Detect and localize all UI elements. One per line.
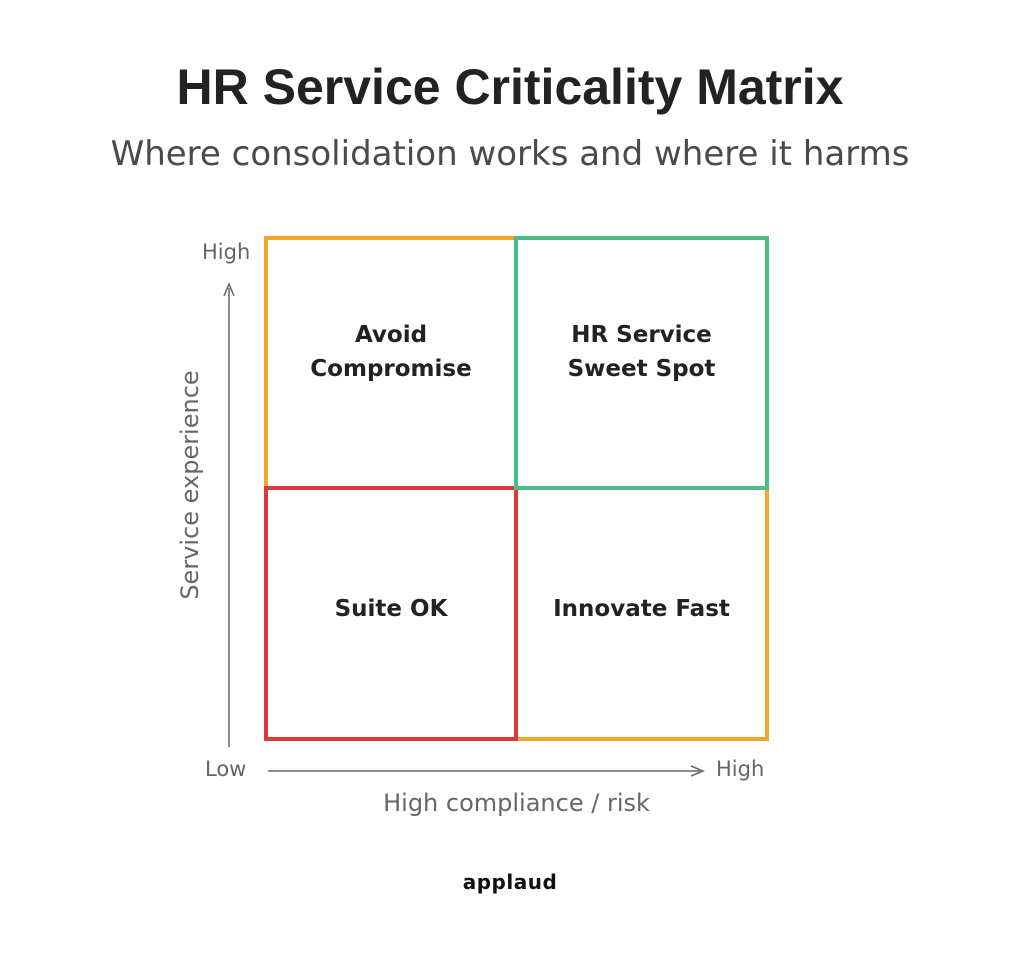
quadrant-label: Suite OK — [334, 596, 448, 622]
x-axis-arrowhead — [690, 765, 705, 777]
y-axis-arrowhead — [223, 282, 235, 297]
y-axis-title: Service experience — [176, 370, 204, 600]
quadrant-innovate-fast: Innovate Fast — [514, 486, 769, 741]
quadrant-label: Avoid Compromise — [310, 322, 472, 382]
quadrant-avoid-compromise: Avoid Compromise — [264, 236, 518, 490]
page-title: HR Service Criticality Matrix — [176, 59, 844, 115]
y-axis-high-label: High — [202, 240, 251, 264]
quadrant-label: HR Service Sweet Spot — [567, 322, 716, 382]
quadrant-suite-ok: Suite OK — [264, 486, 518, 741]
page-subtitle: Where consolidation works and where it h… — [110, 134, 910, 174]
brand-logo: applaud — [462, 870, 558, 894]
x-axis-high-label: High — [716, 757, 765, 781]
x-axis-title: High compliance / risk — [383, 789, 650, 817]
quadrant-hr-service-sweet-spot: HR Service Sweet Spot — [514, 236, 769, 490]
x-axis-low-label: Low — [205, 757, 247, 781]
quadrant-label: Innovate Fast — [553, 596, 730, 622]
